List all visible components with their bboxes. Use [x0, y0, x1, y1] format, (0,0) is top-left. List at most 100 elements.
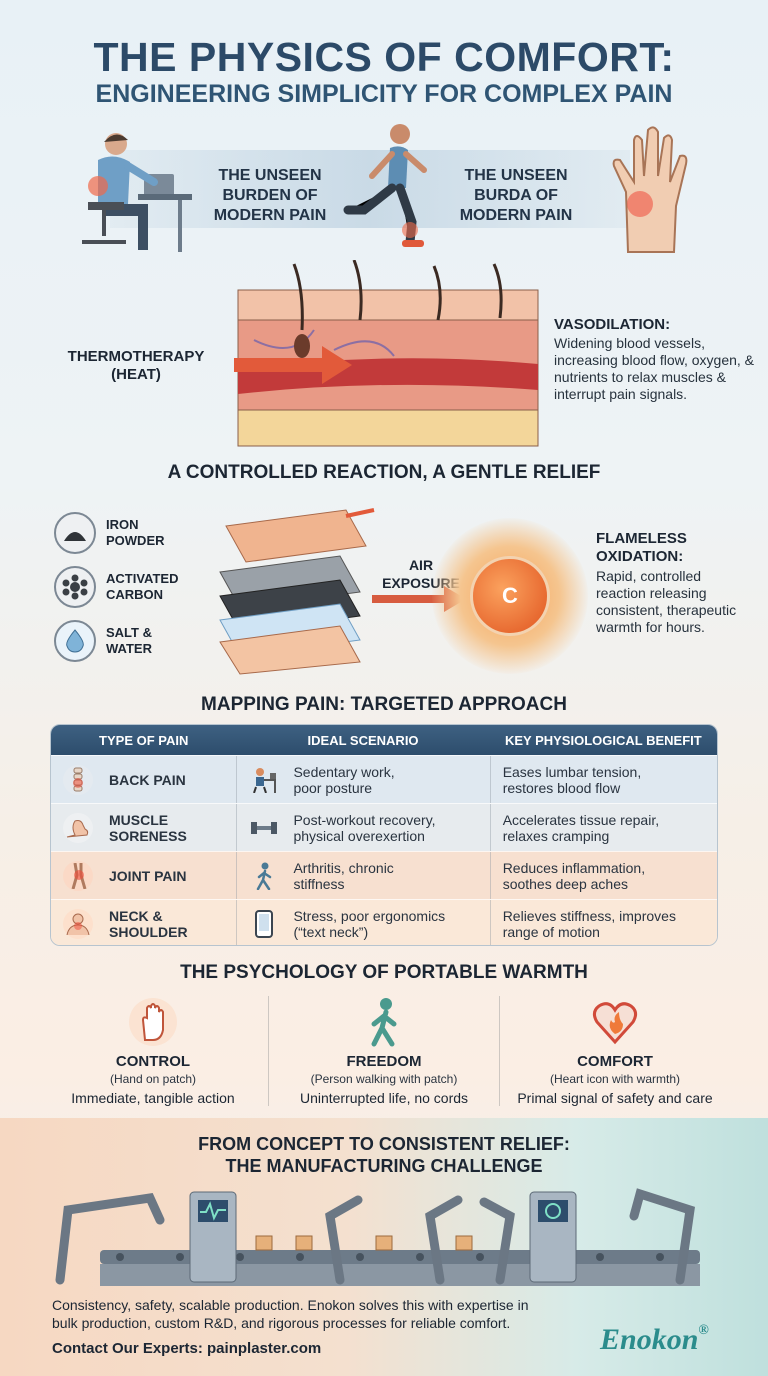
ingredient-iron-label: IRON POWDER — [106, 517, 165, 549]
carbon-line1: ACTIVATED — [106, 571, 179, 586]
runner-illustration — [343, 124, 427, 247]
scenario-text: Sedentary work,poor posture — [293, 764, 394, 796]
flameless-title: FLAMELESS OXIDATION: — [596, 530, 756, 566]
office-worker-illustration — [82, 133, 192, 252]
salt-line2: WATER — [106, 641, 152, 656]
production-line-illustration — [55, 1188, 700, 1286]
pain-mapping-table: TYPE OF PAIN IDEAL SCENARIO KEY PHYSIOLO… — [50, 724, 718, 946]
psychology-control: CONTROL (Hand on patch) Immediate, tangi… — [38, 996, 268, 1106]
desk-worker-icon — [249, 765, 279, 795]
cell-scenario: Sedentary work,poor posture — [236, 756, 489, 803]
cell-pain-type: NECK &SHOULDER — [51, 908, 236, 940]
ingredient-salt-water: SALT & WATER — [54, 620, 152, 662]
table-header: TYPE OF PAIN IDEAL SCENARIO KEY PHYSIOLO… — [51, 725, 717, 755]
benefit-text: Reduces inflammation,soothes deep aches — [503, 860, 645, 892]
pain-name-line1: MUSCLE — [109, 811, 169, 828]
burden-left-line3: MODERN PAIN — [213, 207, 327, 224]
psychology-comfort: COMFORT (Heart icon with warmth) Primal … — [500, 996, 730, 1106]
patch-layers-illustration — [219, 508, 375, 675]
contact-link[interactable]: Contact Our Experts: painplaster.com — [52, 1340, 322, 1357]
benefit-line2: relaxes cramping — [502, 827, 610, 844]
benefit-text: Accelerates tissue repair,relaxes crampi… — [503, 812, 659, 844]
ingredient-carbon: ACTIVATED CARBON — [54, 566, 178, 608]
table-row: BACK PAIN Sedentary work,poor posture Ease… — [51, 755, 717, 803]
thermotherapy-line1: THERMOTHERAPY — [67, 348, 205, 365]
scenario-text: Stress, poor ergonomics(“text neck”) — [293, 908, 445, 940]
scenario-line1: Post-workout recovery, — [293, 811, 436, 828]
burden-right-line3: MODERN PAIN — [459, 207, 573, 224]
thermotherapy-label: THERMOTHERAPY (HEAT) — [56, 348, 216, 384]
activated-carbon-icon — [54, 566, 96, 608]
hand-icon — [129, 998, 177, 1046]
cell-benefit: Reduces inflammation,soothes deep aches — [489, 852, 717, 899]
benefit-line2: soothes deep aches — [502, 875, 629, 892]
control-desc: Immediate, tangible action — [71, 1090, 235, 1106]
cell-pain-type: JOINT PAIN — [51, 860, 236, 891]
pain-name: NECK &SHOULDER — [109, 908, 188, 940]
flameless-line1: FLAMELESS — [596, 530, 687, 547]
burden-right-line1: THE UNSEEN — [464, 167, 568, 184]
knee-joint-icon — [63, 860, 93, 891]
cell-pain-type: BACK PAIN — [51, 764, 236, 795]
spine-icon — [63, 764, 93, 795]
burden-band — [110, 150, 630, 228]
cell-benefit: Eases lumbar tension,restores blood flow — [489, 756, 717, 803]
cell-scenario: Stress, poor ergonomics(“text neck”) — [236, 900, 489, 945]
carbon-line2: CARBON — [106, 587, 164, 602]
benefit-line1: Eases lumbar tension, — [502, 763, 642, 780]
scenario-line1: Arthritis, chronic — [293, 859, 394, 876]
heart-flame-icon — [592, 1002, 638, 1045]
benefit-line2: restores blood flow — [502, 779, 621, 796]
oxidation-molecule-icon: C — [470, 556, 550, 636]
header-ideal-scenario: IDEAL SCENARIO — [307, 732, 419, 748]
iron-line2: POWDER — [106, 533, 165, 548]
logo-registered-mark: ® — [698, 1323, 709, 1338]
control-sub: (Hand on patch) — [109, 1072, 197, 1086]
burden-left-line2: BURDEN OF — [222, 187, 318, 204]
freedom-sub: (Person walking with patch) — [310, 1072, 458, 1086]
scenario-line1: Stress, poor ergonomics — [293, 907, 446, 924]
flexed-arm-icon — [63, 812, 93, 843]
benefit-line1: Accelerates tissue repair, — [502, 811, 660, 828]
manufacturing-heading-line1: FROM CONCEPT TO CONSISTENT RELIEF: — [198, 1134, 570, 1154]
psychology-row: CONTROL (Hand on patch) Immediate, tangi… — [38, 996, 730, 1106]
burden-left-line1: THE UNSEEN — [218, 167, 322, 184]
burden-text-right: THE UNSEEN BURDA OF MODERN PAIN — [446, 166, 586, 226]
burden-right-line2: BURDA OF — [474, 187, 558, 204]
header-benefit: KEY PHYSIOLOGICAL BENEFIT — [504, 732, 702, 748]
mapping-heading: MAPPING PAIN: TARGETED APPROACH — [201, 694, 567, 715]
ingredient-salt-label: SALT & WATER — [106, 625, 152, 657]
header-type-of-pain: TYPE OF PAIN — [99, 732, 189, 748]
comfort-sub: (Heart icon with warmth) — [549, 1072, 681, 1086]
scenario-line1: Sedentary work, — [293, 763, 395, 780]
scenario-text: Post-workout recovery,physical overexert… — [293, 812, 435, 844]
pain-name: BACK PAIN — [109, 772, 186, 788]
pain-name-line1: NECK & — [109, 907, 163, 924]
benefit-line1: Relieves stiffness, improves — [502, 907, 676, 924]
ingredient-carbon-label: ACTIVATED CARBON — [106, 571, 178, 603]
comfort-desc: Primal signal of safety and care — [517, 1090, 713, 1106]
salt-line1: SALT & — [106, 625, 152, 640]
water-drop-icon — [54, 620, 96, 662]
cell-scenario: Post-workout recovery,physical overexert… — [236, 804, 489, 851]
walking-person-icon — [249, 861, 279, 891]
logo-text: Enokon — [600, 1323, 699, 1356]
control-title: CONTROL — [115, 1053, 191, 1070]
vasodilation-body: Widening blood vessels, increasing blood… — [554, 335, 755, 402]
scenario-line2: poor posture — [293, 779, 373, 796]
smartphone-icon — [249, 909, 279, 939]
benefit-line2: range of motion — [502, 923, 600, 940]
table-body: BACK PAIN Sedentary work,poor posture Ease… — [51, 755, 717, 945]
table-row: NECK &SHOULDER Stress, poor ergonomics(“t… — [51, 899, 717, 945]
manufacturing-body-line1: Consistency, safety, scalable production… — [52, 1297, 529, 1313]
freedom-title: FREEDOM — [346, 1053, 422, 1070]
dumbbell-icon — [249, 813, 279, 843]
ingredient-iron: IRON POWDER — [54, 512, 165, 554]
iron-powder-icon — [54, 512, 96, 554]
pain-name-line2: SORENESS — [109, 827, 187, 844]
